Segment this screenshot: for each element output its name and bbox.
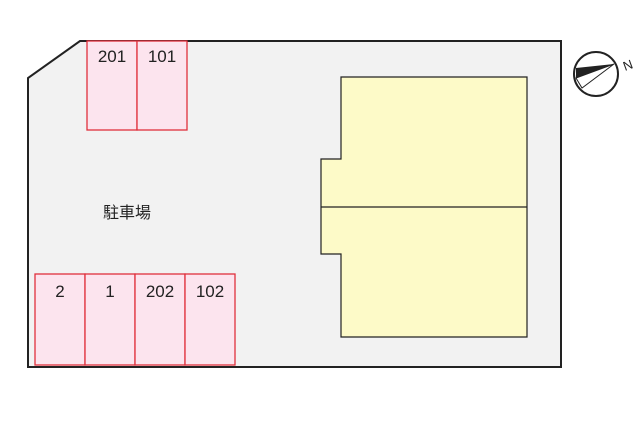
parking-slot-101 [136,40,188,131]
north-label: N [621,57,635,74]
building [320,76,528,338]
north-arrow-icon: N [573,51,635,97]
parking-label: 駐車場 [103,203,151,222]
slot-label: 101 [148,47,176,66]
top-slot-group: 201 101 [86,40,188,131]
slot-label: 2 [55,282,64,301]
bottom-slot-group: 2 1 202 102 [34,273,236,366]
slot-label: 1 [105,282,114,301]
parking-slot-2 [34,273,86,366]
slot-label: 201 [98,47,126,66]
parking-slot-1 [84,273,136,366]
parking-slot-202 [134,273,186,366]
slot-label: 202 [146,282,174,301]
parking-slot-102 [184,273,236,366]
slot-label: 102 [196,282,224,301]
